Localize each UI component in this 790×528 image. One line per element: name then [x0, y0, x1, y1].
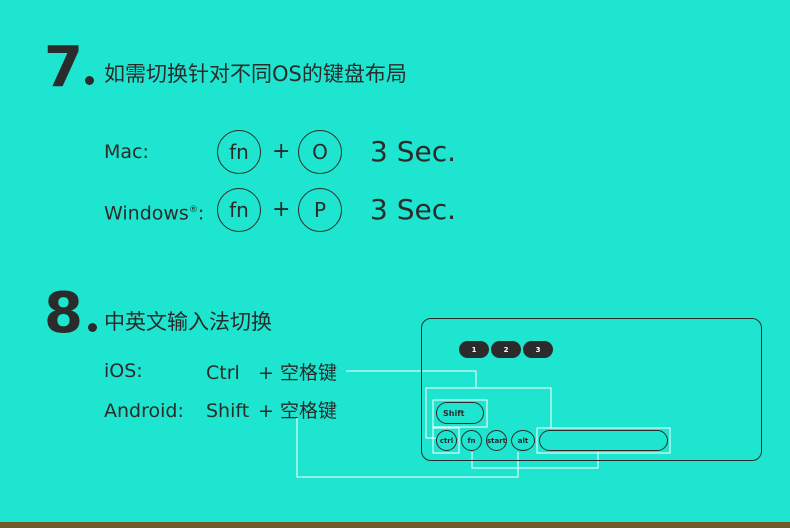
windows-duration: 3 Sec.	[370, 193, 457, 226]
windows-registered-mark: ®	[188, 205, 198, 215]
android-label: Android:	[104, 400, 184, 422]
alt-key: alt	[511, 430, 535, 451]
mac-o-key-label: O	[312, 140, 328, 164]
android-connector	[296, 418, 519, 478]
windows-label-text: Windows	[104, 202, 189, 225]
start-key-label: start	[486, 436, 507, 445]
shift-highlight	[432, 399, 488, 428]
ctrl-key: ctrl	[436, 430, 457, 451]
mac-label: Mac:	[104, 141, 149, 163]
mac-fn-key: fn	[217, 130, 261, 174]
android-target: 空格键	[280, 400, 338, 422]
space-highlight	[536, 427, 671, 454]
android-plus: +	[258, 400, 274, 422]
ios-connector	[346, 370, 477, 439]
ios-space-connector	[476, 387, 552, 428]
mac-o-key: O	[298, 130, 342, 174]
channel-1-label: 1	[471, 345, 477, 354]
mac-fn-key-label: fn	[229, 140, 249, 164]
keyboard-outline	[421, 318, 762, 461]
step-8-dot	[88, 323, 97, 332]
android-key: Shift	[206, 400, 250, 422]
windows-p-key: P	[298, 188, 342, 232]
channel-1-key: 1	[459, 341, 489, 358]
bottom-strip	[0, 522, 790, 528]
windows-plus: +	[272, 197, 291, 222]
shift-key: Shift	[436, 402, 484, 424]
fn-key: fn	[461, 430, 482, 451]
ios-key: Ctrl	[206, 362, 240, 384]
start-key: start	[486, 430, 507, 451]
step-7-number: 7	[44, 35, 83, 100]
channel-3-label: 3	[535, 345, 541, 354]
mac-duration: 3 Sec.	[370, 135, 457, 168]
windows-label: Windows®:	[104, 199, 204, 224]
step-8-title: 中英文输入法切换	[104, 310, 272, 334]
shift-key-label: Shift	[443, 408, 465, 418]
ios-label: iOS:	[104, 360, 143, 382]
channel-2-key: 2	[491, 341, 521, 358]
windows-label-colon: :	[197, 202, 205, 225]
windows-fn-key-label: fn	[229, 198, 249, 222]
fn-key-label: fn	[467, 436, 476, 445]
ctrl-highlight	[432, 427, 460, 454]
windows-fn-key: fn	[217, 188, 261, 232]
ios-plus: +	[258, 362, 274, 384]
channel-3-key: 3	[523, 341, 553, 358]
channel-2-label: 2	[503, 345, 509, 354]
ctrl-key-label: ctrl	[439, 436, 454, 445]
alt-key-label: alt	[517, 436, 529, 445]
step-7-dot	[85, 76, 94, 85]
windows-p-key-label: P	[313, 198, 327, 222]
step-7-title: 如需切换针对不同OS的键盘布局	[104, 62, 407, 86]
mac-plus: +	[272, 139, 291, 164]
step-8-number: 8	[44, 281, 83, 346]
space-bar-key	[539, 430, 668, 451]
ios-target: 空格键	[280, 362, 338, 384]
